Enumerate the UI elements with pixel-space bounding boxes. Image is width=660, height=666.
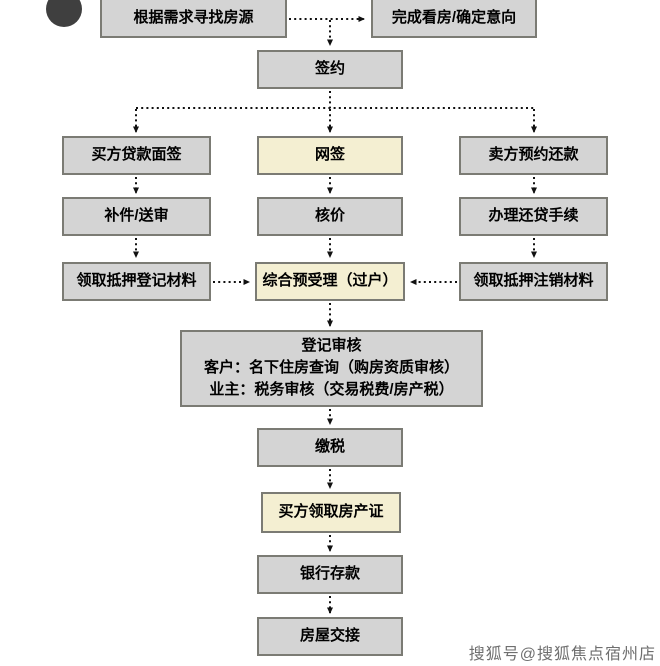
- watermark: 搜狐号@搜狐焦点宿州店: [468, 646, 656, 663]
- node-seller-repay-appointment: 卖方预约还款: [459, 136, 608, 175]
- node-bank-deposit: 银行存款: [257, 555, 403, 594]
- node-mortgage-registration-materials: 领取抵押登记材料: [62, 262, 211, 301]
- node-supplement-review: 补件/送审: [62, 197, 211, 236]
- registration-review-line1: 客户：名下住房查询（购房资质审核）: [203, 359, 459, 377]
- node-find-listing: 根据需求寻找房源: [100, 0, 287, 38]
- node-pay-tax: 缴税: [257, 428, 403, 467]
- node-sign-contract: 签约: [257, 50, 403, 89]
- node-get-property-certificate: 买方领取房产证: [261, 492, 401, 533]
- node-confirm-intent: 完成看房/确定意向: [371, 0, 537, 38]
- registration-review-title: 登记审核: [301, 337, 362, 355]
- node-price-check: 核价: [257, 197, 403, 236]
- node-house-handover: 房屋交接: [257, 617, 403, 656]
- node-online-sign: 网签: [257, 136, 403, 175]
- node-registration-review: 登记审核 客户：名下住房查询（购房资质审核） 业主：税务审核（交易税费/房产税）: [180, 330, 483, 407]
- registration-review-line2: 业主：税务审核（交易税费/房产税）: [209, 380, 454, 398]
- node-mortgage-cancellation-materials: 领取抵押注销材料: [459, 262, 608, 301]
- node-buyer-loan-interview: 买方贷款面签: [62, 136, 211, 175]
- node-pre-acceptance-transfer: 综合预受理（过户）: [255, 262, 405, 301]
- node-loan-repayment-procedure: 办理还贷手续: [459, 197, 608, 236]
- logo-dot: [46, 0, 82, 27]
